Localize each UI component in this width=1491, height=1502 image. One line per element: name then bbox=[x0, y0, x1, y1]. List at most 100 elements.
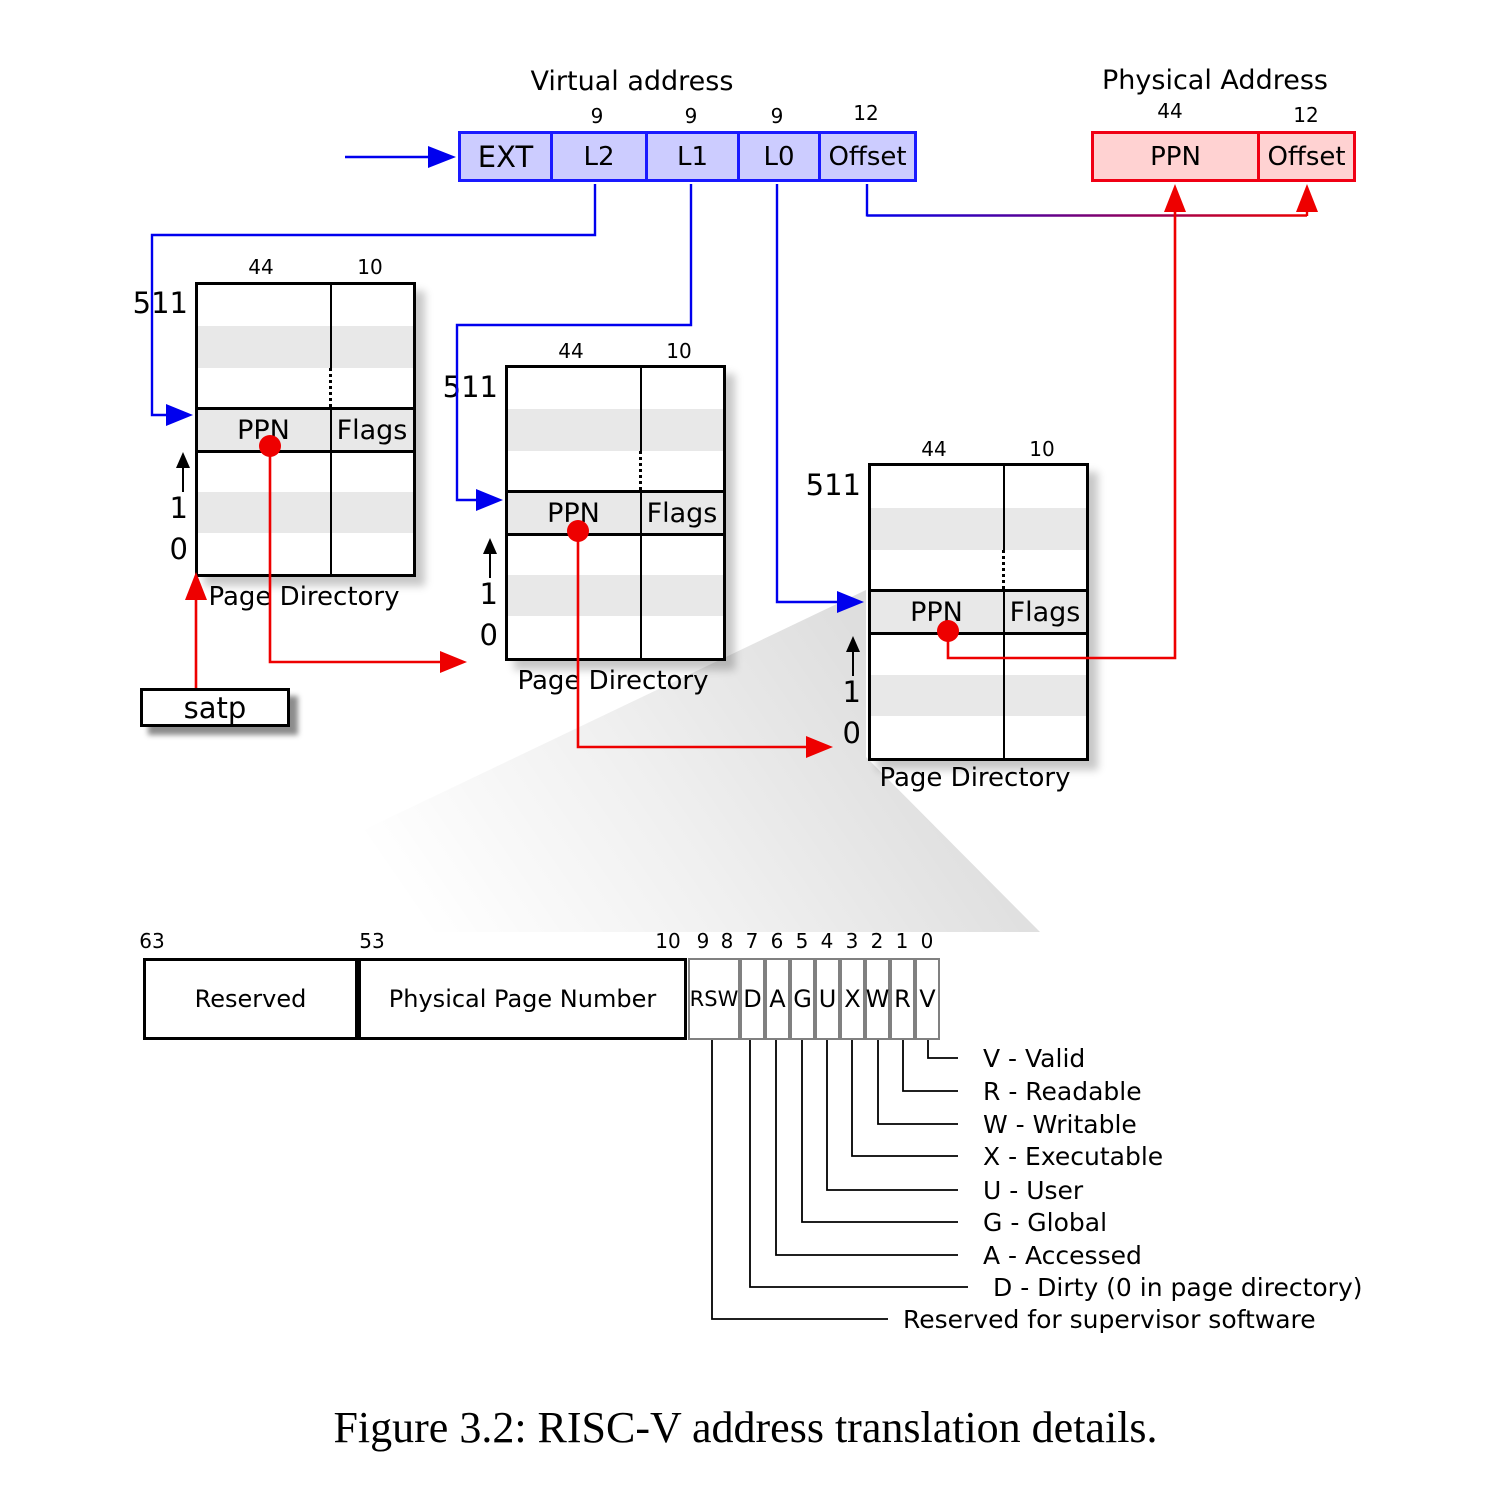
legend-dirty: D - Dirty (0 in page directory) bbox=[993, 1273, 1363, 1302]
pte-bit-3: 3 bbox=[845, 929, 859, 953]
pd-column-divider-dotted bbox=[329, 368, 332, 407]
l2-index-arrowhead-icon bbox=[166, 404, 193, 426]
legend-line-r bbox=[902, 1040, 958, 1092]
pte-bit-6: 6 bbox=[770, 929, 784, 953]
pd3-ppn-width: 44 bbox=[921, 437, 947, 461]
legend-line-d bbox=[749, 1040, 968, 1288]
pte-bit-63: 63 bbox=[139, 929, 165, 953]
va-offset-bits: 12 bbox=[853, 101, 879, 125]
pte-field-d: D bbox=[740, 958, 765, 1040]
pte-field-reserved: Reserved bbox=[143, 958, 358, 1040]
pte-bit-7: 7 bbox=[745, 929, 759, 953]
pd3-index-511: 511 bbox=[805, 468, 861, 502]
pte-box: Reserved Physical Page Number RSW D A G … bbox=[143, 958, 943, 1040]
legend-user: U - User bbox=[983, 1176, 1084, 1205]
pd2-caption: Page Directory bbox=[517, 666, 709, 696]
pd-column-divider bbox=[1003, 466, 1005, 550]
legend-line-rsw bbox=[711, 1040, 888, 1320]
pd-column-divider bbox=[330, 285, 332, 368]
pd-row bbox=[508, 368, 723, 409]
pd-row bbox=[871, 550, 1086, 591]
va-field-ext: EXT bbox=[461, 134, 553, 179]
pd1-index-511: 511 bbox=[132, 286, 188, 320]
pd2-entry-flags: Flags bbox=[646, 497, 718, 529]
physical-address-title: Physical Address bbox=[1102, 65, 1328, 96]
va-field-l1: L1 bbox=[648, 134, 740, 179]
virtual-address-box: EXT L2 L1 L0 Offset bbox=[458, 131, 917, 182]
legend-global: G - Global bbox=[983, 1208, 1108, 1237]
pte-bit-10: 10 bbox=[655, 929, 681, 953]
pd3-index-1: 1 bbox=[842, 675, 861, 709]
legend-readable: R - Readable bbox=[983, 1077, 1142, 1106]
offset-arrowhead-icon bbox=[1296, 184, 1318, 212]
pd2-index-511: 511 bbox=[442, 370, 498, 404]
pd2-index-0: 0 bbox=[479, 618, 498, 652]
pte-bit-8: 8 bbox=[720, 929, 734, 953]
pte-bit-2: 2 bbox=[870, 929, 884, 953]
pd1-flags-width: 10 bbox=[357, 255, 383, 279]
va-l1-bits: 9 bbox=[684, 104, 698, 128]
pd-row bbox=[871, 508, 1086, 550]
pd-column-divider bbox=[1003, 592, 1005, 632]
pd1-caption: Page Directory bbox=[208, 582, 400, 612]
pa-field-offset: Offset bbox=[1267, 141, 1346, 172]
pd-row bbox=[871, 635, 1086, 675]
pd2-selected-entry: PPN Flags bbox=[508, 490, 723, 536]
pte-field-x: X bbox=[840, 958, 865, 1040]
va-field-offset: Offset bbox=[828, 141, 907, 172]
l1-index-arrowhead-icon bbox=[476, 489, 503, 511]
pd-row bbox=[508, 616, 723, 658]
pte-bit-4: 4 bbox=[820, 929, 834, 953]
pd-row bbox=[198, 285, 413, 326]
pd3-index-up-arrowhead-icon bbox=[846, 636, 860, 652]
pd-row bbox=[198, 533, 413, 574]
pd1-index-up-arrowhead-icon bbox=[176, 452, 190, 468]
legend-line-g bbox=[801, 1040, 958, 1223]
pte-bit-5: 5 bbox=[795, 929, 809, 953]
physical-address-box: PPN Offset bbox=[1091, 131, 1356, 182]
legend-accessed: A - Accessed bbox=[983, 1241, 1142, 1270]
pte-field-u: U bbox=[815, 958, 840, 1040]
va-l0-bits: 9 bbox=[770, 104, 784, 128]
va-input-arrowhead-icon bbox=[428, 146, 456, 168]
pa-field-ppn: PPN bbox=[1094, 134, 1260, 179]
page-directory-table-l2: PPN Flags bbox=[195, 282, 416, 577]
pd-column-divider bbox=[1003, 635, 1005, 758]
va-field-l2: L2 bbox=[553, 134, 648, 179]
legend-valid: V - Valid bbox=[983, 1044, 1086, 1073]
virtual-address-title: Virtual address bbox=[530, 66, 734, 97]
page-directory-table-l1: PPN Flags bbox=[505, 365, 726, 661]
pd-row bbox=[508, 451, 723, 492]
legend-line-u bbox=[826, 1040, 958, 1191]
legend-line-v bbox=[927, 1040, 958, 1059]
legend-rsw: Reserved for supervisor software bbox=[903, 1305, 1316, 1334]
pd-column-divider-dotted bbox=[639, 451, 642, 490]
pte-bit-53: 53 bbox=[359, 929, 385, 953]
pte-bit-0: 0 bbox=[920, 929, 934, 953]
pa-offset-bits: 12 bbox=[1293, 103, 1319, 127]
pd2-ppn-width: 44 bbox=[558, 339, 584, 363]
pd3-caption: Page Directory bbox=[879, 763, 1071, 793]
pd-row bbox=[508, 409, 723, 451]
pte-field-ppn: Physical Page Number bbox=[358, 958, 687, 1040]
pte-field-w: W bbox=[865, 958, 890, 1040]
pd-row bbox=[198, 453, 413, 492]
pte-field-rsw: RSW bbox=[688, 958, 740, 1040]
pd3-selected-entry: PPN Flags bbox=[871, 589, 1086, 635]
pd1-ppn-width: 44 bbox=[248, 255, 274, 279]
pd-column-divider bbox=[640, 493, 642, 533]
va-field-l0: L0 bbox=[740, 134, 821, 179]
figure-caption: Figure 3.2: RISC-V address translation d… bbox=[333, 1403, 1158, 1452]
pd-row bbox=[871, 466, 1086, 508]
pte-bit-1: 1 bbox=[895, 929, 909, 953]
pd2-entry-ppn: PPN bbox=[547, 497, 600, 529]
pd3-flags-width: 10 bbox=[1029, 437, 1055, 461]
pte-field-a: A bbox=[765, 958, 790, 1040]
satp-register: satp bbox=[140, 688, 290, 727]
pd-column-divider bbox=[330, 410, 332, 450]
pd2-index-1: 1 bbox=[479, 577, 498, 611]
pd-column-divider-dotted bbox=[1002, 550, 1005, 589]
l0-index-arrowhead-icon bbox=[837, 591, 864, 613]
pd-row bbox=[198, 326, 413, 368]
pd-row bbox=[871, 675, 1086, 716]
